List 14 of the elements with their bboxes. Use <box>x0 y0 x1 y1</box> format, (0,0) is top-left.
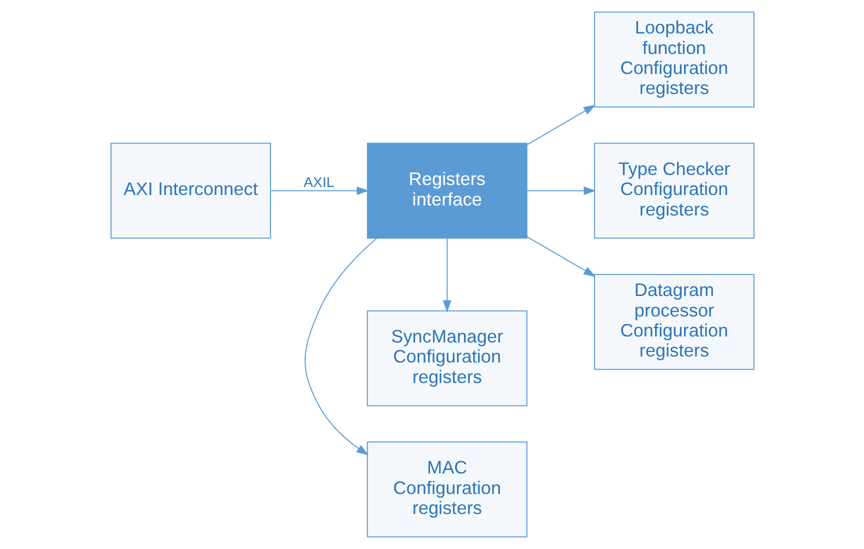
arrow <box>304 238 376 456</box>
node-box: Type Checker Configuration registers <box>594 142 754 239</box>
node-box: Datagram processor Configuration registers <box>594 274 754 370</box>
arrow <box>526 236 596 277</box>
node-box: Registers interface <box>366 142 527 239</box>
arrow <box>526 186 596 195</box>
node-box: MAC Configuration registers <box>366 442 527 538</box>
node-box: Loopback function Configuration registers <box>594 12 754 108</box>
arrow <box>442 238 451 312</box>
arrow <box>270 186 368 195</box>
node-box: SyncManager Configuration registers <box>366 310 527 406</box>
edge-label: AXIL <box>303 174 334 190</box>
arrow <box>526 104 596 146</box>
node-box: AXI Interconnect <box>110 142 270 239</box>
